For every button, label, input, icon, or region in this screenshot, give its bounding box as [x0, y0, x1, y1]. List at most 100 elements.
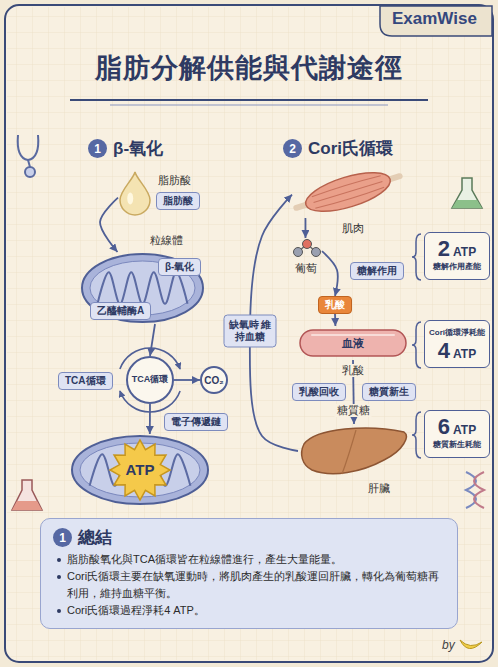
atp-number: 6 [438, 416, 450, 438]
muscle-outline [292, 166, 404, 218]
atp-caption: Cori循環淨耗能 [427, 328, 487, 338]
brace-brackets [412, 412, 421, 458]
stethoscope-icon [18, 135, 39, 177]
droplet-outline [127, 193, 133, 205]
flask-icon [12, 480, 42, 510]
tag-text: 脂肪酸 [163, 195, 193, 207]
lactate-tag: 乳酸 [318, 296, 352, 314]
flow-arrow [150, 324, 155, 356]
figure-label: 肌肉 [342, 222, 364, 235]
glucose-molecule: 葡萄 [292, 238, 322, 260]
badge-number: 1 [53, 528, 72, 547]
badge-number: 2 [283, 139, 302, 158]
atp-box: Cori循環淨耗能 4ATP [424, 320, 490, 368]
signature: by [442, 638, 455, 652]
muscle-outline [312, 175, 381, 197]
atp-unit: ATP [453, 347, 476, 361]
muscle-outline [292, 162, 404, 222]
atp-caption: 糖質新生耗能 [427, 440, 487, 450]
blood-vessel: 血液 [298, 326, 408, 360]
tag-text: 糖解作用 [357, 265, 397, 277]
droplet-outline [120, 172, 150, 215]
tag-text: 糖質新生 [369, 386, 409, 398]
brace-brackets [412, 234, 421, 458]
atp-unit: ATP [453, 245, 476, 259]
flow-arrow [334, 314, 336, 326]
mito2-outline [110, 440, 170, 500]
stethoscope-icon [28, 160, 30, 167]
flow-arrow [149, 404, 151, 434]
figure-label: 脂肪酸 [158, 174, 191, 187]
figure-label: 肝臟 [368, 482, 390, 495]
muscle-outline [302, 165, 395, 219]
tag-text: 乳酸回收 [299, 386, 339, 398]
liver-outline [302, 428, 407, 474]
circle-text: TCA循環 [132, 375, 169, 385]
glucose-outline [303, 240, 312, 249]
brace-brackets [412, 234, 421, 280]
circle-text: CO₂ [204, 375, 223, 386]
summary-box: 脂肪酸氧化與TCA循環皆在粒線體進行，產生大量能量。Cori氏循環主要在缺氧運動… [40, 518, 458, 629]
mito-outline [98, 272, 188, 304]
atp-unit: ATP [453, 423, 476, 437]
flow-label: 乳酸 [340, 364, 366, 377]
vessel-outline [300, 330, 406, 356]
flow-arrow [100, 198, 118, 252]
dna-icon [466, 472, 484, 508]
tca-cycle-arrows [120, 348, 180, 412]
badge-number: 1 [88, 139, 107, 158]
tag-box: 脂肪酸 [156, 192, 200, 210]
muscle-figure: 肌肉 [292, 166, 404, 218]
cycle-circle: TCA循環 [126, 356, 174, 404]
section-header: 1β-氧化 [88, 137, 163, 160]
section-heading: Cori氏循環 [308, 137, 393, 160]
flask-icon [452, 200, 482, 208]
figure-label: 血液 [342, 337, 364, 349]
mitochondrion: ATP [70, 434, 210, 506]
banana-icon [460, 640, 482, 649]
glucose-outline [294, 248, 303, 257]
tag-box: TCA循環 [58, 372, 113, 390]
title-underline [110, 105, 388, 106]
atp-number: 4 [438, 340, 450, 362]
atp-number: 2 [438, 238, 450, 260]
tag-box: 電子傳遞鏈 [164, 413, 228, 431]
figure-label: 粒線體 [150, 234, 183, 247]
flask-icon [12, 480, 42, 510]
glucose-outline [312, 248, 321, 257]
stethoscope-icon [25, 167, 35, 177]
page-card [5, 5, 493, 662]
flask-icon [12, 501, 42, 510]
flask-icon [452, 178, 482, 208]
co2-circle: CO₂ [200, 366, 228, 394]
tag-text: TCA循環 [65, 375, 106, 387]
page-title: 脂肪分解供能與代謝途徑 [0, 50, 498, 86]
section-heading: 總結 [78, 526, 112, 549]
section-header: 1 總結 [53, 526, 112, 549]
stethoscope-icon [18, 135, 39, 160]
mito2-outline [72, 436, 208, 504]
tag-text: β-氧化 [165, 261, 194, 273]
flow-arrow [305, 218, 307, 238]
tag-box: 糖質新生 [362, 383, 416, 401]
figure-label: ATP [126, 462, 155, 479]
tag-text: 乙醯輔酶A [97, 305, 144, 317]
brace-brackets [412, 322, 421, 368]
flow-arrow [322, 251, 338, 296]
dna-icon [474, 472, 484, 508]
page-card [5, 5, 493, 662]
figure-label: 葡萄 [295, 262, 317, 275]
tag-text: 乳酸 [325, 299, 345, 311]
tag-box: 糖解作用 [350, 262, 404, 280]
section-header: 2 Cori氏循環 [283, 137, 393, 160]
muscle-outline [315, 187, 384, 209]
title-underline [70, 99, 428, 101]
bullet-text: 脂肪酸氧化與TCA循環皆在粒線體進行，產生大量能量。 [55, 551, 443, 568]
tag-box: 乳酸回收 [292, 383, 346, 401]
banana-icon [460, 640, 482, 649]
bullet-text: Cori氏循環主要在缺氧運動時，將肌肉產生的乳酸運回肝臟，轉化為葡萄糖再利用，維… [55, 568, 443, 602]
arrow-label: 缺氧時 維持血糖 [223, 314, 276, 347]
mitochondrion: 粒線體β-氧化乙醯輔酶A [80, 252, 205, 324]
tag-box: β-氧化 [158, 258, 201, 276]
flask-icon [452, 178, 482, 208]
